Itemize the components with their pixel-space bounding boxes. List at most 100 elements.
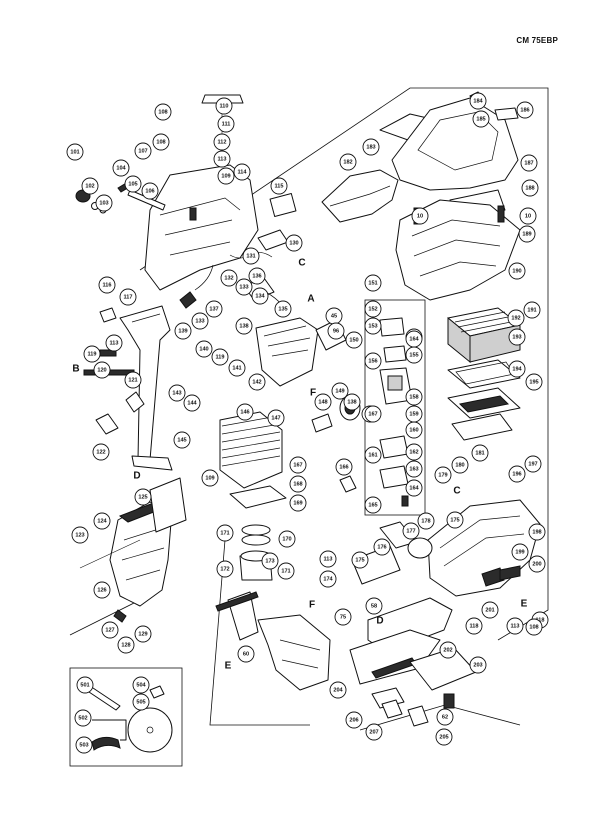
callout-138: 138: [343, 393, 361, 411]
callout-207: 207: [365, 723, 383, 741]
callout-108: 108: [525, 618, 543, 636]
callout-number: 191: [527, 308, 536, 314]
callout-113: 113: [319, 550, 337, 568]
callout-144: 144: [183, 394, 201, 412]
callout-number: 103: [99, 201, 108, 207]
callout-171: 171: [277, 562, 295, 580]
callout-130: 130: [285, 234, 303, 252]
callout-number: 199: [515, 550, 524, 556]
air-filter-stack: [447, 307, 521, 441]
callout-number: 501: [80, 683, 89, 689]
callout-number: 105: [128, 182, 137, 188]
crankcase: [257, 614, 331, 691]
callout-113: 113: [213, 150, 231, 168]
callout-number: 113: [217, 157, 226, 163]
callout-205: 205: [435, 728, 453, 746]
callout-number: 133: [195, 319, 204, 325]
callout-number: 124: [97, 519, 107, 525]
callout-number: 143: [172, 391, 181, 397]
callout-153: 153: [364, 317, 382, 335]
callout-number: 205: [439, 735, 448, 741]
callout-185: 185: [472, 110, 490, 128]
callout-number: 504: [136, 683, 146, 689]
callout-132: 132: [220, 269, 238, 287]
callout-number: 164: [409, 486, 419, 492]
callout-188: 188: [521, 179, 539, 197]
callout-121: 121: [124, 371, 142, 389]
callout-187: 187: [520, 154, 538, 172]
callout-129: 129: [134, 625, 152, 643]
callout-number: 165: [368, 503, 377, 509]
callout-10: 10: [411, 207, 429, 225]
callout-105: 105: [124, 175, 142, 193]
top-cover-assembly: [321, 91, 521, 301]
callout-number: 181: [475, 451, 484, 457]
callout-number: 167: [368, 412, 377, 418]
callout-156: 156: [364, 352, 382, 370]
reference-letter-c: C: [453, 486, 460, 497]
callout-164: 164: [405, 479, 423, 497]
callout-number: 196: [512, 472, 521, 478]
callout-number: 117: [123, 295, 132, 301]
callout-108: 108: [154, 103, 172, 121]
callout-number: 119: [87, 352, 96, 358]
callout-119: 119: [83, 345, 101, 363]
reference-letter-d: D: [133, 471, 140, 482]
callout-number: 150: [349, 338, 358, 344]
callout-186: 186: [516, 101, 534, 119]
callout-number: 186: [520, 108, 529, 114]
callout-107: 107: [134, 142, 152, 160]
reference-letter-e: E: [521, 599, 528, 610]
callout-115: 115: [270, 177, 288, 195]
reference-letter-d: D: [376, 616, 383, 627]
callout-162: 162: [405, 443, 423, 461]
callout-number: 203: [473, 663, 482, 669]
callout-number: 141: [232, 366, 241, 372]
callout-number: 502: [78, 716, 87, 722]
callout-number: 160: [409, 428, 418, 434]
callout-number: 153: [368, 324, 377, 330]
callout-126: 126: [93, 581, 111, 599]
callout-number: 156: [368, 359, 377, 365]
callout-number: 10: [525, 214, 531, 220]
callout-127: 127: [101, 621, 119, 639]
callout-number: 166: [339, 465, 348, 471]
callout-number: 118: [535, 618, 544, 624]
callout-number: 108: [156, 140, 165, 146]
callout-110: 110: [215, 97, 233, 115]
callout-113: 113: [506, 617, 524, 635]
callout-141: 141: [228, 359, 246, 377]
callout-number: 10: [417, 214, 423, 220]
callout-number: 122: [96, 450, 105, 456]
callout-206: 206: [345, 711, 363, 729]
callout-204: 204: [329, 681, 347, 699]
callout-177: 177: [402, 522, 420, 540]
callout-96: 96: [327, 322, 345, 340]
callout-number: 197: [528, 462, 537, 468]
callout-number: 118: [469, 624, 478, 630]
callout-number: 204: [333, 688, 343, 694]
callout-133: 133: [191, 312, 209, 330]
callout-number: 171: [220, 531, 229, 537]
reference-letter-b: B: [72, 364, 79, 375]
callout-number: 184: [473, 99, 483, 105]
callout-119: 119: [211, 348, 229, 366]
callout-160: 160: [405, 421, 423, 439]
callout-number: 207: [369, 730, 378, 736]
callout-number: 108: [529, 625, 538, 631]
callout-number: 159: [409, 412, 418, 418]
callout-number: 125: [138, 495, 147, 501]
callout-173: 173: [261, 552, 279, 570]
callout-number: 112: [217, 140, 226, 146]
callout-101: 101: [66, 143, 84, 161]
callout-number: 142: [252, 380, 261, 386]
callout-number: 155: [409, 353, 418, 359]
callout-number: 113: [510, 624, 519, 630]
callout-503: 503: [75, 736, 93, 754]
callout-number: 129: [138, 632, 147, 638]
callout-168: 168: [289, 475, 307, 493]
callout-number: 106: [145, 189, 154, 195]
callout-139: 139: [174, 322, 192, 340]
callout-number: 138: [239, 324, 248, 330]
